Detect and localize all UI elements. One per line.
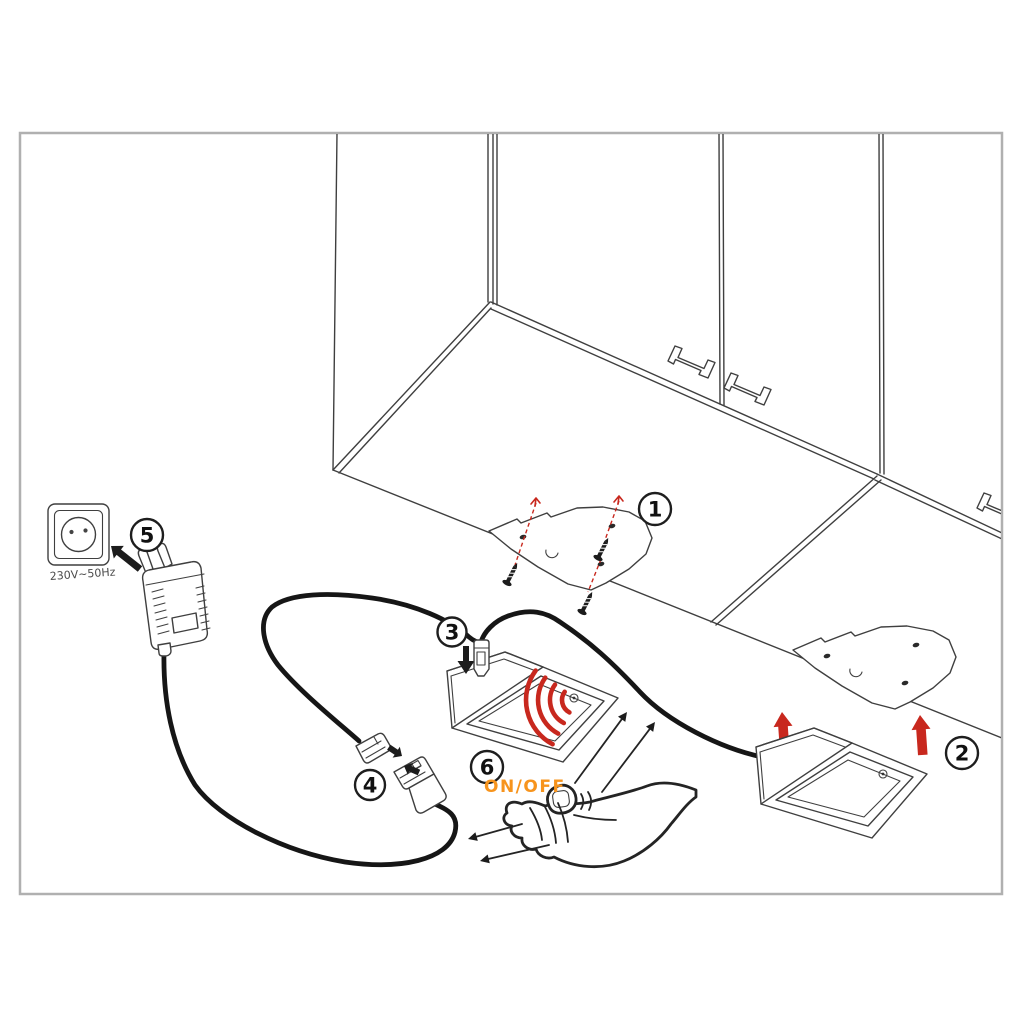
step-2-badge: 2 (944, 735, 980, 771)
voltage-label: 230V~50Hz (49, 565, 116, 583)
step-number: 1 (648, 498, 663, 522)
link-cable-to-second-light (478, 609, 765, 760)
wave-down-arrows (468, 823, 550, 864)
push-together-arrow-icon (404, 762, 421, 776)
step-number: 5 (140, 524, 155, 548)
step-number: 3 (445, 621, 460, 645)
step-1-badge: 1 (637, 491, 673, 527)
step-badges: 1 2 3 4 5 6 (129, 491, 980, 802)
step-3-badge: 3 (436, 616, 468, 648)
step-6-hand-wave (468, 712, 698, 869)
sensor-waves (523, 668, 572, 747)
plug-in-arrow-icon (111, 545, 143, 572)
screw-tip-mark (530, 497, 541, 507)
step-number: 4 (363, 774, 378, 798)
screw-tip-mark (613, 495, 624, 505)
adapter-cable (161, 649, 459, 868)
adapter-label (171, 612, 199, 634)
screw-alignment-dashes (514, 500, 620, 593)
step-number: 2 (955, 742, 970, 766)
step-3-connector (457, 639, 490, 677)
step-1-mounting-plate (488, 495, 653, 617)
power-cables (161, 592, 765, 868)
step-5-badge: 5 (129, 517, 165, 553)
step-number: 6 (480, 756, 495, 780)
down-arrow-icon (457, 646, 475, 674)
loop-cable-to-connector (261, 592, 482, 744)
plug-connector (473, 639, 490, 677)
wall-outlet: 230V~50Hz (47, 503, 116, 583)
step-4-connectors (355, 732, 447, 814)
step-6-badge: 6 (469, 749, 505, 785)
connector-boot (408, 773, 447, 814)
step-5-power: 230V~50Hz (47, 503, 211, 657)
wave-up-arrows (574, 712, 655, 793)
cable-outlet-stub (157, 642, 172, 657)
on-off-label: ON/OFF (484, 777, 566, 797)
power-adapter (137, 542, 211, 657)
push-together-arrow-icon (387, 744, 402, 758)
step-4-badge: 4 (353, 768, 387, 802)
